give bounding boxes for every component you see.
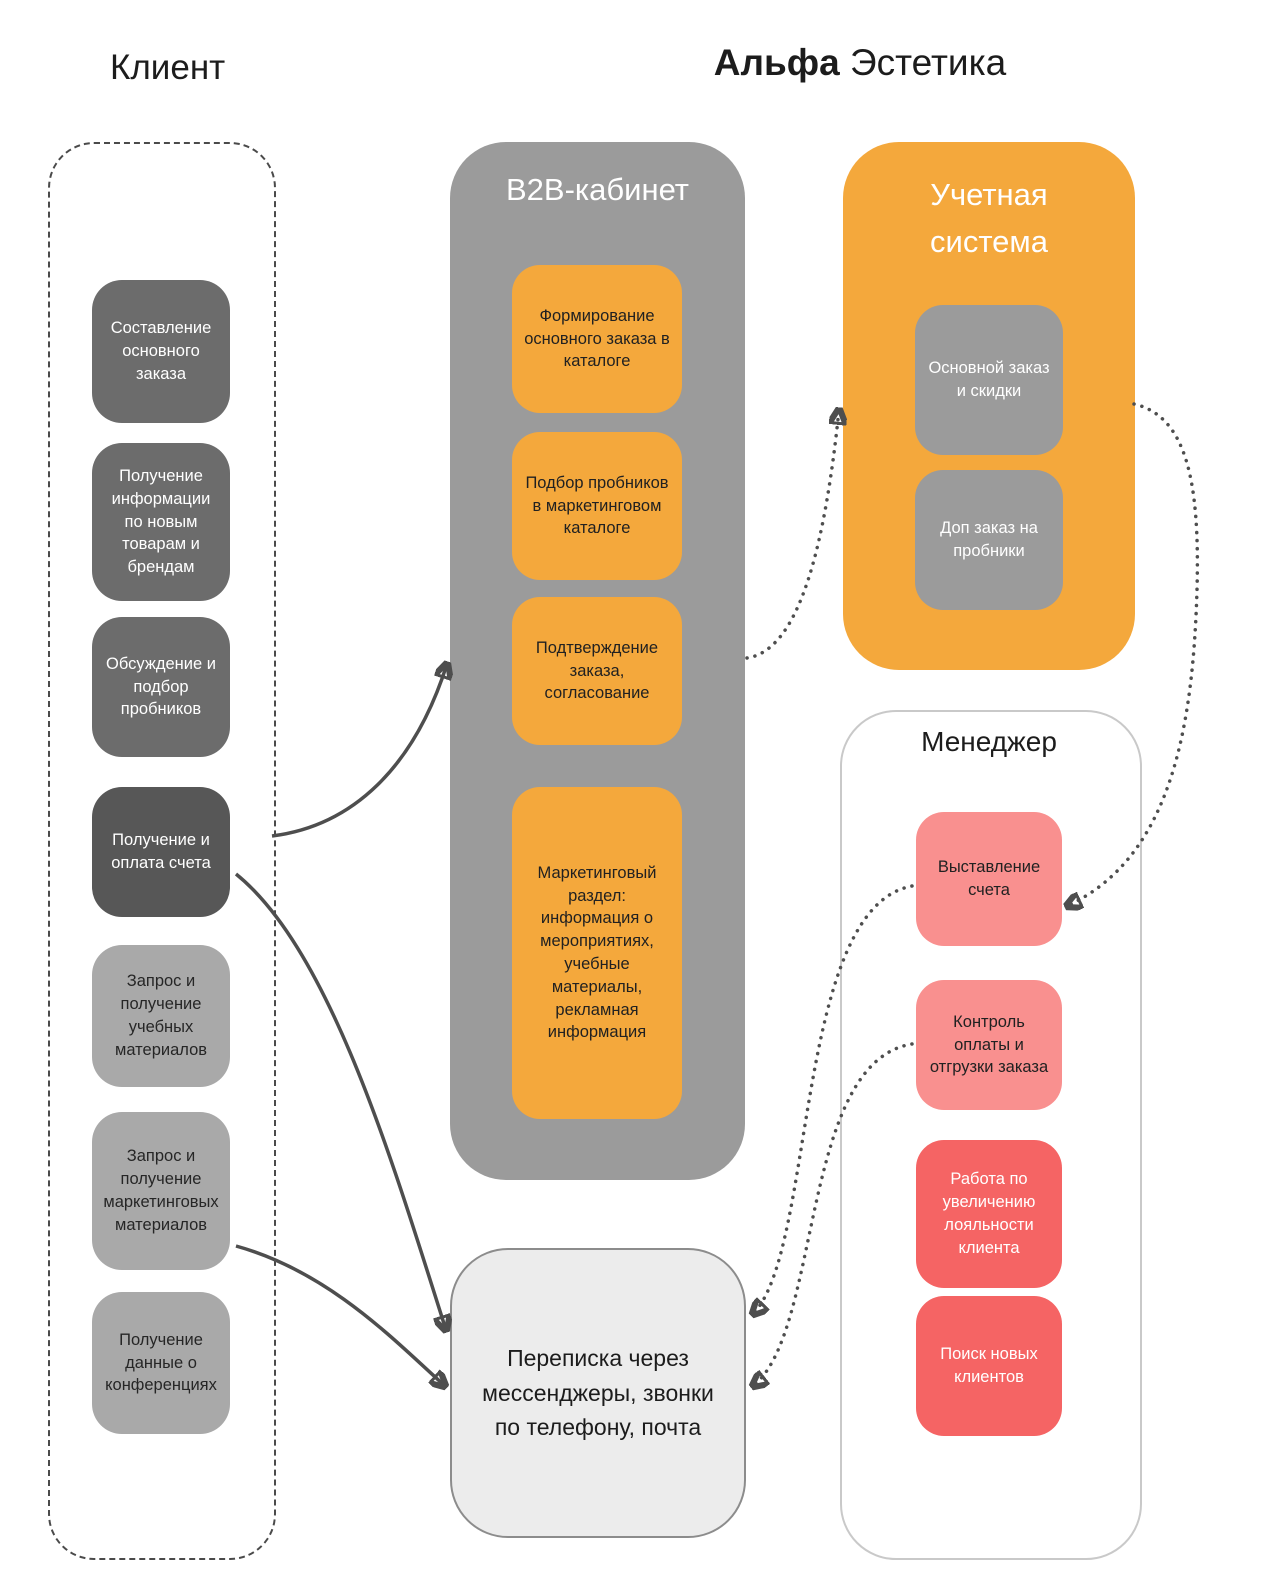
- client-node-conference-data: Получение данные о конференциях: [92, 1292, 230, 1434]
- client-node-new-products-info: Получение информации по новым товарам и …: [92, 443, 230, 601]
- manager-node-payment-control: Контроль оплаты и отгрузки заказа: [916, 980, 1062, 1110]
- accounting-system-title-text: Учетная система: [930, 177, 1048, 259]
- accounting-node-extra-samples-order: Доп заказ на пробники: [915, 470, 1063, 610]
- client-node-training-materials: Запрос и получение учебных материалов: [92, 945, 230, 1087]
- client-node-samples-discussion: Обсуждение и подбор пробников: [92, 617, 230, 757]
- brand-title: Альфа Эстетика: [650, 42, 1070, 84]
- brand-title-regular: Эстетика: [839, 42, 1007, 83]
- manager-node-new-clients-search: Поиск новых клиентов: [916, 1296, 1062, 1436]
- b2b-node-samples-catalog: Подбор пробников в маркетинговом каталог…: [512, 432, 682, 580]
- arrow-b2b-to-accounting: [745, 410, 839, 660]
- client-node-invoice-payment: Получение и оплата счета: [92, 787, 230, 917]
- brand-title-bold: Альфа: [713, 42, 840, 83]
- client-lane-title: Клиент: [110, 48, 226, 87]
- b2b-node-main-order-catalog: Формирование основного заказа в каталоге: [512, 265, 682, 413]
- manager-title: Менеджер: [921, 726, 1057, 757]
- manager-node-invoicing: Выставление счета: [916, 812, 1062, 946]
- arrow-client-to-b2b: [271, 664, 447, 838]
- accounting-system-title: Учетная система: [843, 172, 1135, 265]
- client-node-compose-order: Составление основного заказа: [92, 280, 230, 423]
- accounting-node-main-order-discounts: Основной заказ и скидки: [915, 305, 1063, 455]
- b2b-node-order-confirmation: Подтверждение заказа, согласование: [512, 597, 682, 745]
- client-node-marketing-materials: Запрос и получение маркетинговых материа…: [92, 1112, 230, 1270]
- b2b-cabinet-title: B2B-кабинет: [505, 172, 689, 207]
- b2b-node-marketing-section: Маркетинговый раздел: информация о мероп…: [512, 787, 682, 1119]
- manager-node-loyalty-work: Работа по увеличению лояльности клиента: [916, 1140, 1062, 1288]
- communication-channel-node: Переписка через мессенджеры, звонки по т…: [450, 1248, 746, 1538]
